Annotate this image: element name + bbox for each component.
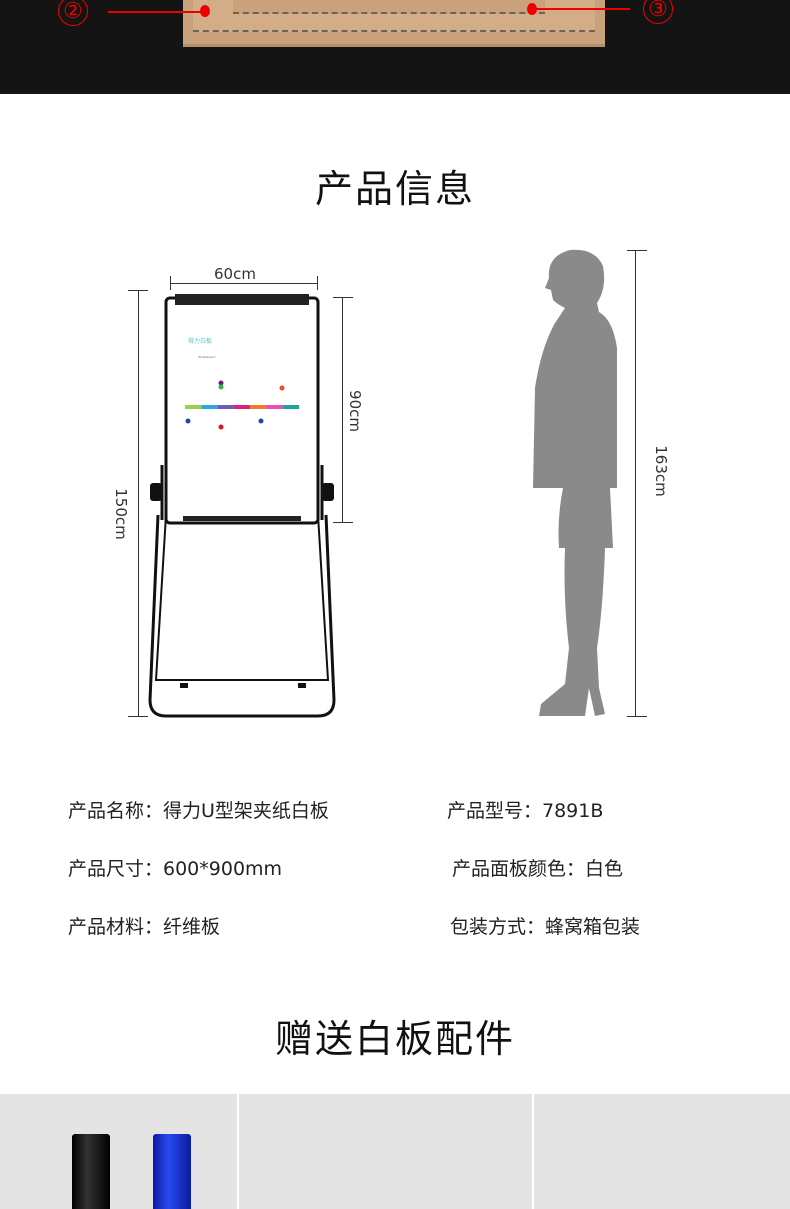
- timeline-segment: [185, 405, 202, 409]
- whiteboard-stand-illustration: [148, 294, 336, 718]
- callout-3: ③: [643, 0, 673, 24]
- width-label: 60cm: [214, 265, 256, 283]
- spec-panel-color: 产品面板颜色：白色: [452, 858, 624, 880]
- height-label: 150cm: [111, 488, 130, 540]
- dimension-tick: [333, 297, 353, 298]
- spec-packaging: 包装方式：蜂窝箱包装: [450, 916, 641, 938]
- callout-line-3: [535, 8, 630, 10]
- board-timeline: [185, 405, 299, 409]
- divider: [532, 1094, 534, 1209]
- section-title-product-info: 产品信息: [314, 167, 475, 211]
- callout-dot-3: [527, 3, 537, 15]
- board-height-dimension-line: [342, 297, 343, 523]
- spec-model: 产品型号：7891B: [447, 800, 604, 822]
- person-height-label: 163cm: [651, 445, 670, 497]
- dimension-tick: [128, 290, 148, 291]
- board-tag: Whiteboard: [198, 355, 216, 359]
- spec-material: 产品材料：纤维板: [68, 916, 221, 938]
- dimension-tick: [317, 276, 318, 290]
- width-dimension-line: [170, 283, 318, 284]
- dimension-tick: [170, 276, 171, 290]
- callout-dot-2: [200, 5, 210, 17]
- black-marker: [72, 1134, 110, 1209]
- timeline-segment: [250, 405, 267, 409]
- timeline-segment: [282, 405, 299, 409]
- timeline-segment: [233, 405, 251, 409]
- spec-size: 产品尺寸：600*900mm: [68, 858, 283, 880]
- timeline-segment: [266, 405, 283, 409]
- divider: [237, 1094, 239, 1209]
- callout-2: ②: [58, 0, 88, 26]
- dimension-tick: [128, 716, 148, 717]
- dimension-tick: [333, 522, 353, 523]
- height-dimension-line: [138, 290, 139, 716]
- blue-marker: [153, 1134, 191, 1209]
- dimension-tick: [627, 716, 647, 717]
- timeline-segment: [217, 405, 234, 409]
- accessories-photo-strip: [0, 1094, 790, 1209]
- section-title-accessories: 赠送白板配件: [274, 1017, 515, 1061]
- person-height-dimension-line: [635, 250, 636, 716]
- person-silhouette: [533, 249, 617, 717]
- callout-line-2: [108, 11, 203, 13]
- dimension-tick: [627, 250, 647, 251]
- spec-name: 产品名称：得力U型架夹纸白板: [68, 800, 329, 822]
- timeline-segment: [201, 405, 218, 409]
- board-heading: 得力白板: [188, 338, 213, 345]
